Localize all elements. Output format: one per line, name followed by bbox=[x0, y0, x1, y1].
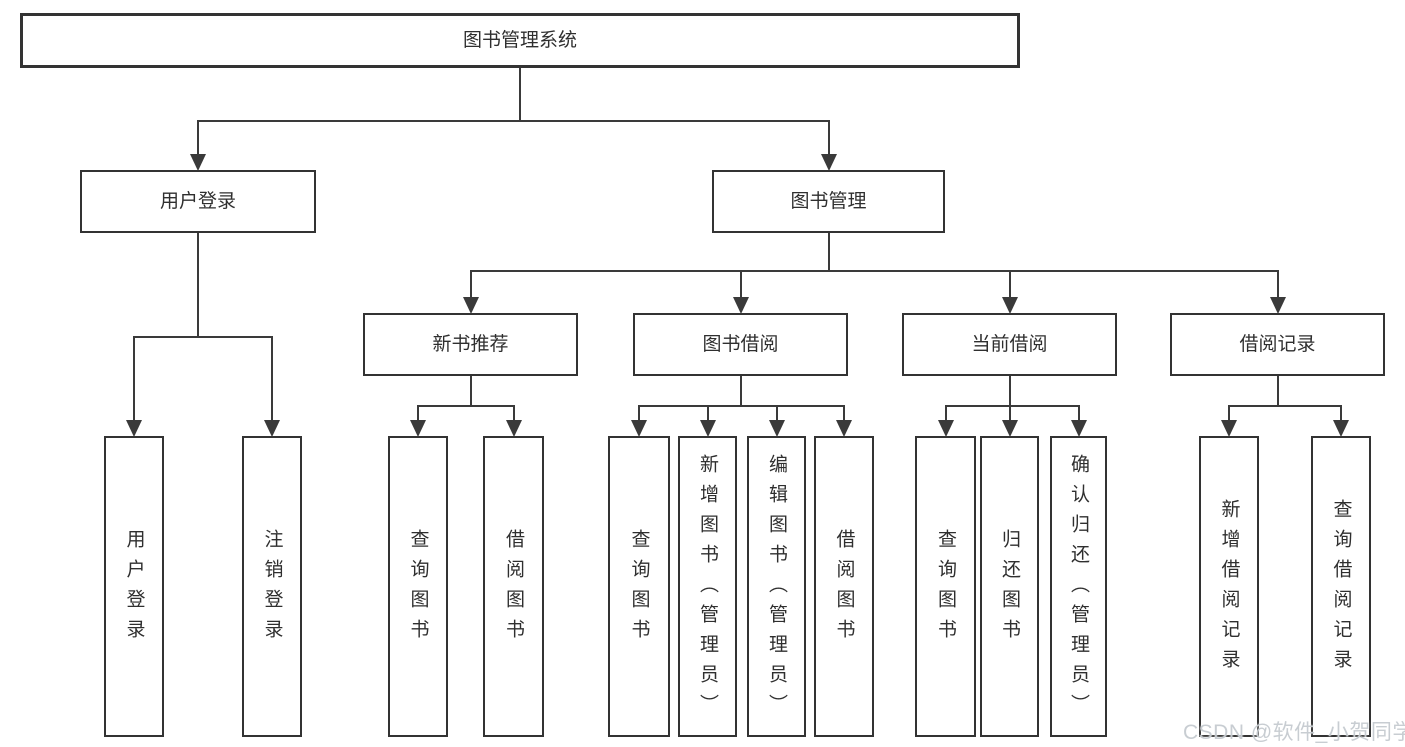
arrow-down-icon bbox=[1221, 420, 1237, 437]
connector-drop bbox=[1340, 405, 1342, 421]
node-bb-borrow: 借阅图书 bbox=[814, 436, 874, 737]
connector-drop bbox=[271, 336, 273, 421]
connector-drop bbox=[1228, 405, 1230, 421]
arrow-down-icon bbox=[410, 420, 426, 437]
arrow-down-icon bbox=[264, 420, 280, 437]
arrow-down-icon bbox=[1269, 297, 1286, 314]
node-current-borrow: 当前借阅 bbox=[902, 313, 1117, 376]
node-root: 图书管理系统 bbox=[20, 13, 1020, 68]
connector-drop bbox=[1077, 405, 1080, 421]
connector-drop bbox=[512, 405, 515, 421]
connector-drop bbox=[706, 405, 709, 421]
connector-branch bbox=[469, 270, 1279, 272]
arrow-down-icon bbox=[631, 420, 647, 437]
arrow-down-icon bbox=[1333, 420, 1349, 437]
connector-branch bbox=[944, 405, 1080, 407]
connector-stem bbox=[1276, 376, 1279, 405]
node-cb-confirm: 确认归还（管理员） bbox=[1050, 436, 1107, 737]
arrow-down-icon bbox=[732, 297, 749, 314]
arrow-down-icon bbox=[126, 420, 142, 437]
arrow-down-icon bbox=[190, 154, 206, 171]
connector-branch bbox=[197, 120, 830, 122]
connector-drop bbox=[197, 120, 199, 155]
node-leaf-login: 用户登录 bbox=[104, 436, 164, 737]
node-book-mgmt: 图书管理 bbox=[712, 170, 945, 233]
arrow-down-icon bbox=[836, 420, 852, 437]
connector-drop bbox=[739, 270, 742, 298]
connector-stem bbox=[739, 376, 742, 405]
node-leaf-logout: 注销登录 bbox=[242, 436, 302, 737]
node-bb-query: 查询图书 bbox=[608, 436, 670, 737]
connector-drop bbox=[1008, 270, 1011, 298]
arrow-down-icon bbox=[768, 420, 785, 437]
node-bb-edit: 编辑图书（管理员） bbox=[747, 436, 806, 737]
node-user-login: 用户登录 bbox=[80, 170, 316, 233]
connector-stem bbox=[469, 376, 472, 405]
node-nb-query: 查询图书 bbox=[388, 436, 448, 737]
connector-drop bbox=[133, 336, 135, 421]
connector-drop bbox=[775, 405, 778, 421]
node-borrow-records: 借阅记录 bbox=[1170, 313, 1385, 376]
connector-drop bbox=[944, 405, 947, 421]
node-cb-return: 归还图书 bbox=[980, 436, 1039, 737]
arrow-down-icon bbox=[1001, 297, 1018, 314]
connector-stem bbox=[827, 233, 830, 270]
connector-branch bbox=[638, 405, 845, 407]
arrow-down-icon bbox=[462, 297, 479, 314]
connector-drop bbox=[469, 270, 472, 298]
arrow-down-icon bbox=[820, 154, 837, 171]
connector-branch bbox=[133, 336, 273, 338]
connector-stem bbox=[519, 68, 521, 120]
connector-drop bbox=[827, 120, 830, 155]
node-new-books: 新书推荐 bbox=[363, 313, 578, 376]
node-nb-borrow: 借阅图书 bbox=[483, 436, 544, 737]
connector-branch bbox=[1228, 405, 1342, 407]
connector-drop bbox=[638, 405, 640, 421]
arrow-down-icon bbox=[937, 420, 954, 437]
arrow-down-icon bbox=[699, 420, 716, 437]
connector-stem bbox=[197, 233, 199, 336]
csdn-watermark: CSDN @软件_小贺同学 bbox=[1183, 721, 1405, 744]
arrow-down-icon bbox=[1070, 420, 1087, 437]
node-br-query: 查询借阅记录 bbox=[1311, 436, 1371, 737]
node-br-add: 新增借阅记录 bbox=[1199, 436, 1259, 737]
arrow-down-icon bbox=[505, 420, 522, 437]
connector-drop bbox=[417, 405, 419, 421]
arrow-down-icon bbox=[1001, 420, 1018, 437]
node-cb-query: 查询图书 bbox=[915, 436, 976, 737]
connector-stem bbox=[1008, 376, 1011, 405]
connector-drop bbox=[843, 405, 845, 421]
node-book-borrow: 图书借阅 bbox=[633, 313, 848, 376]
connector-drop bbox=[1276, 270, 1279, 298]
connector-branch bbox=[417, 405, 515, 407]
node-bb-add: 新增图书（管理员） bbox=[678, 436, 737, 737]
connector-drop bbox=[1008, 405, 1011, 421]
